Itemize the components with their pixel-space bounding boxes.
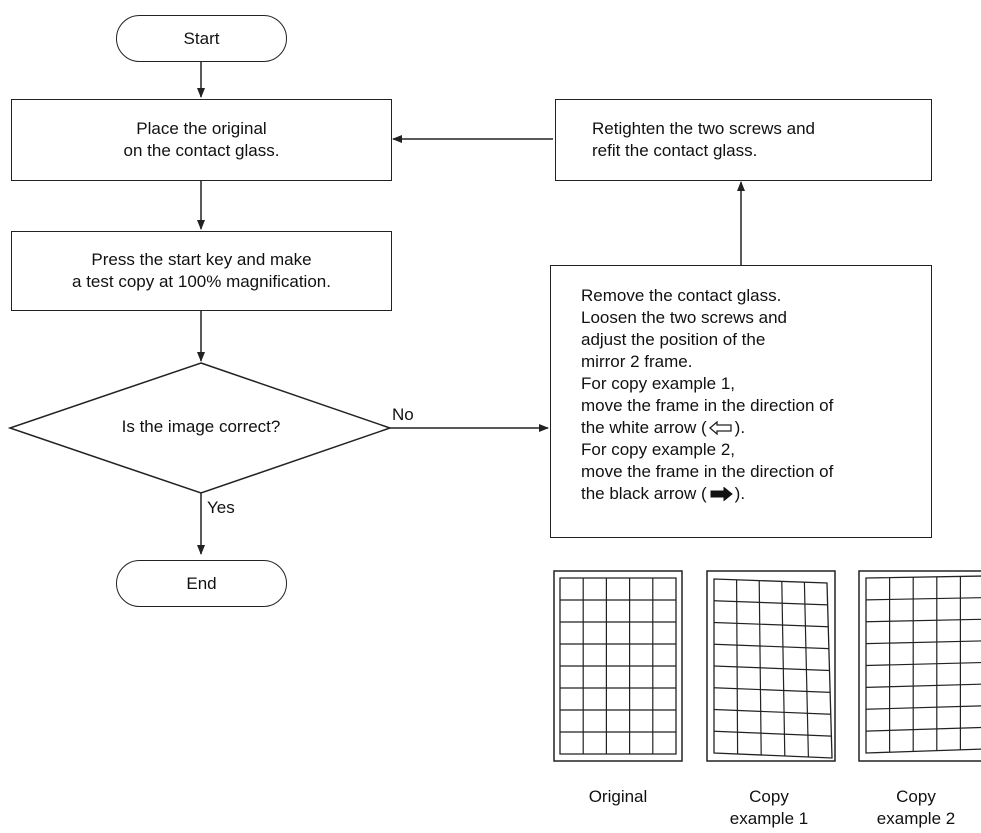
copy2-grid-row-line xyxy=(865,597,981,601)
adjust-line-9: move the frame in the direction of xyxy=(581,462,834,481)
test-copy-line-2: a test copy at 100% magnification. xyxy=(72,272,331,291)
copy1-grid-row-line xyxy=(713,687,831,693)
adjust-box: Remove the contact glass. Loosen the two… xyxy=(550,265,932,538)
adjust-black-arrow-line: the black arrow ( ). xyxy=(581,483,745,505)
retighten-line-2: refit the contact glass. xyxy=(592,141,758,160)
no-label: No xyxy=(392,405,414,424)
copy1-grid-row-line xyxy=(713,708,831,715)
end-label: End xyxy=(186,573,217,593)
start-terminal: Start xyxy=(116,15,287,62)
black-arrow-prefix: the black arrow ( xyxy=(581,484,707,503)
adjust-line-1: Remove the contact glass. xyxy=(581,286,782,305)
original-grid-image xyxy=(553,570,683,762)
place-original-box: Place the original on the contact glass. xyxy=(11,99,392,181)
adjust-white-arrow-line: the white arrow ( ). xyxy=(581,417,745,439)
copy-example-1-caption: Copy example 1 xyxy=(729,787,809,828)
copy-example-1-grid-image xyxy=(706,570,836,762)
copy1-grid-row-line xyxy=(713,665,830,672)
adjust-line-6: move the frame in the direction of xyxy=(581,396,834,415)
start-label: Start xyxy=(183,28,220,48)
original-caption: Original xyxy=(588,787,648,806)
adjust-line-4: mirror 2 frame. xyxy=(581,352,693,371)
retighten-box: Retighten the two screws and refit the c… xyxy=(555,99,932,181)
test-copy-box: Press the start key and make a test copy… xyxy=(11,231,392,311)
white-arrow-suffix: ). xyxy=(734,418,746,437)
copy-example-2-caption: Copy example 2 xyxy=(876,787,956,828)
copy2-grid-row-line xyxy=(865,726,981,732)
test-copy-line-1: Press the start key and make xyxy=(91,250,312,269)
end-terminal: End xyxy=(116,560,287,607)
copy1-grid-row-line xyxy=(713,600,828,606)
adjust-line-5: For copy example 1, xyxy=(581,374,736,393)
white-arrow-left-icon xyxy=(708,421,732,435)
copy2-grid-row-line xyxy=(865,705,981,710)
black-arrow-suffix: ). xyxy=(734,484,746,503)
original-grid-outline xyxy=(559,577,677,755)
adjust-line-2: Loosen the two screws and xyxy=(581,308,788,327)
adjust-line-3: adjust the position of the xyxy=(581,330,766,349)
copy2-grid-row-line xyxy=(865,661,981,667)
copy1-grid-row-line xyxy=(713,643,829,650)
copy2-grid-row-line xyxy=(865,683,981,688)
place-original-line-2: on the contact glass. xyxy=(123,141,280,160)
copy1-grid-row-line xyxy=(713,621,829,628)
copy-example-2-grid-image xyxy=(858,570,981,762)
copy1-grid-row-line xyxy=(713,730,832,737)
black-arrow-right-icon xyxy=(710,487,733,501)
copy2-grid-outline xyxy=(865,575,981,754)
decision-label: Is the image correct? xyxy=(121,417,281,436)
place-original-line-1: Place the original xyxy=(136,119,267,138)
white-arrow-prefix: the white arrow ( xyxy=(581,418,707,437)
yes-label: Yes xyxy=(207,498,235,517)
retighten-line-1: Retighten the two screws and xyxy=(592,119,816,138)
adjust-line-8: For copy example 2, xyxy=(581,440,736,459)
copy2-grid-row-line xyxy=(865,618,981,623)
copy2-grid-row-line xyxy=(865,640,981,645)
copy1-grid-outline xyxy=(713,578,833,759)
